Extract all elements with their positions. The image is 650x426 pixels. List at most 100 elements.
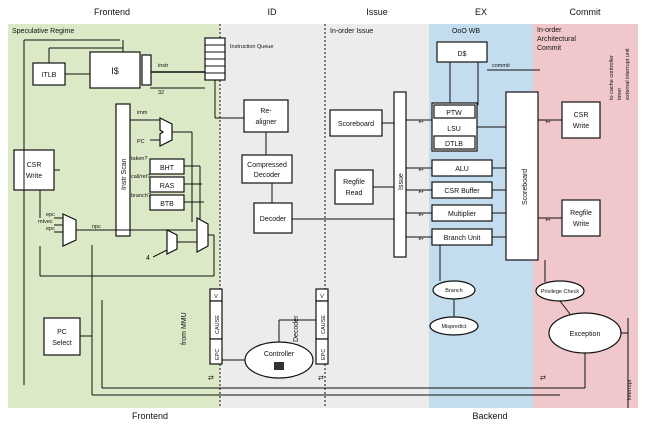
inorder-issue-label: In-order Issue bbox=[330, 28, 373, 35]
lsu-label: LSU bbox=[447, 126, 461, 133]
width-32-label: 32 bbox=[158, 90, 164, 96]
realigner-block bbox=[243, 99, 289, 133]
commit-scoreboard-block bbox=[505, 91, 539, 261]
epc-label: epc bbox=[46, 212, 55, 218]
mispredict-label: Mispredict bbox=[441, 324, 467, 330]
mmu-exc-v: V bbox=[214, 294, 218, 300]
instr-scan-label: Instr Scan bbox=[121, 158, 128, 190]
speculative-regime-label: Speculative Regime bbox=[12, 28, 74, 35]
issue-port-icon-2: ➳ bbox=[418, 167, 424, 174]
handshake-icon-3: ⇄ bbox=[540, 375, 546, 382]
from-mmu-label: from MMU bbox=[181, 312, 188, 345]
branch-label: Branch bbox=[445, 288, 462, 294]
frontend-csr-write-line2: Write bbox=[26, 173, 42, 180]
issue-block bbox=[393, 91, 407, 258]
regfile-write-block bbox=[561, 199, 601, 237]
dcache-label: D$ bbox=[458, 51, 467, 58]
commit-csr-write-line2: Write bbox=[573, 123, 589, 130]
handshake-icon-1: ⇄ bbox=[208, 375, 214, 382]
controller-ellipse bbox=[244, 341, 314, 379]
mmu-exc-epc-label: EPC bbox=[215, 349, 221, 360]
footer-frontend-label: Frontend bbox=[132, 411, 168, 421]
pc-select-line2: Select bbox=[52, 340, 72, 347]
branch-question-label: branch? bbox=[131, 193, 151, 199]
stage-header-commit: Commit bbox=[570, 7, 601, 17]
issue-label: Issue bbox=[398, 173, 405, 190]
dcache-block bbox=[436, 41, 488, 63]
privilege-check-label: Privilege Check bbox=[541, 289, 579, 295]
commit-port-icon-2: ➳ bbox=[545, 217, 551, 224]
issue-port-icon-4: ➳ bbox=[418, 212, 424, 219]
dtlb-label: DTLB bbox=[445, 141, 463, 148]
instr-scan-block bbox=[115, 103, 131, 237]
decoder-exc-epc bbox=[315, 338, 329, 365]
instr-label: instr bbox=[158, 63, 169, 69]
interrupt-label: interrupt bbox=[627, 379, 633, 400]
inorder-commit-line1: In-order bbox=[537, 27, 562, 34]
controller-label: Controller bbox=[264, 351, 295, 358]
issue-port-icon-5: ➳ bbox=[418, 236, 424, 243]
multiplier-label: Multiplier bbox=[448, 211, 477, 218]
ptw-block bbox=[433, 104, 476, 119]
commit-scoreboard-label: Scoreboard bbox=[522, 169, 529, 205]
ras-label: RAS bbox=[160, 183, 175, 190]
call-ret-label: call/ret? bbox=[131, 174, 150, 180]
regfile-read-block bbox=[334, 169, 374, 205]
inc-mux bbox=[166, 229, 178, 255]
stage-header-id: ID bbox=[268, 7, 278, 17]
issue-port-icon-1: ➳ bbox=[418, 119, 424, 126]
regfile-read-line2: Read bbox=[346, 190, 363, 197]
pc-select-line1: PC bbox=[57, 329, 67, 336]
mmu-exc-epc bbox=[209, 338, 223, 365]
stage-header-ex: EX bbox=[475, 7, 487, 17]
side-note-line1: to cache controller bbox=[609, 55, 615, 100]
pc-label: PC bbox=[137, 139, 145, 145]
side-note-line3: external interrupt unit bbox=[625, 48, 631, 100]
decoder-exc-cause-label: CAUSE bbox=[321, 315, 327, 334]
frontend-csr-write-block bbox=[13, 149, 55, 191]
side-note-line2: timer bbox=[617, 88, 623, 100]
commit-csr-write-block bbox=[561, 101, 601, 139]
issue-band bbox=[325, 24, 429, 408]
commit-label: commit bbox=[492, 63, 510, 69]
dtlb-block bbox=[433, 135, 476, 150]
inorder-commit-line2: Architectural bbox=[537, 36, 576, 43]
footer-backend-label: Backend bbox=[472, 411, 507, 421]
mtvec-label: mtvec bbox=[38, 219, 53, 225]
commit-port-icon-1: ➳ bbox=[545, 119, 551, 126]
mmu-exc-cause-label: CAUSE bbox=[215, 315, 221, 334]
controller-icon bbox=[274, 362, 284, 370]
btb-label: BTB bbox=[160, 201, 174, 208]
inorder-commit-line3: Commit bbox=[537, 45, 561, 52]
ooo-wb-label: OoO WB bbox=[452, 28, 480, 35]
regfile-write-line2: Write bbox=[573, 221, 589, 228]
exception-label: Exception bbox=[570, 331, 601, 338]
bht-label: BHT bbox=[160, 165, 175, 172]
exception-pc-mux bbox=[62, 213, 77, 247]
decoder-exc-v: V bbox=[320, 294, 324, 300]
regfile-read-line1: Regfile bbox=[343, 179, 365, 186]
npc-label: npc bbox=[92, 224, 101, 230]
itlb-label: ITLB bbox=[42, 72, 57, 79]
ptw-label: PTW bbox=[446, 110, 462, 117]
taken-label: taken? bbox=[131, 156, 148, 162]
commit-csr-write-line1: CSR bbox=[574, 112, 589, 119]
handshake-icon-2: ⇄ bbox=[318, 375, 324, 382]
icache-block bbox=[89, 51, 141, 89]
fetch-register bbox=[141, 54, 152, 86]
csr-buffer-label: CSR Buffer bbox=[444, 188, 480, 195]
alu-label: ALU bbox=[455, 166, 469, 173]
branch-unit-label: Branch Unit bbox=[444, 235, 481, 242]
stage-header-frontend: Frontend bbox=[94, 7, 130, 17]
pc-select-block bbox=[43, 317, 81, 356]
compressed-decoder-block bbox=[241, 154, 293, 184]
icache-label: I$ bbox=[111, 66, 119, 76]
instruction-queue-label: Instruction Queue bbox=[230, 44, 273, 50]
decoder-label: Decoder bbox=[260, 216, 287, 223]
compressed-decoder-line1: Compressed bbox=[247, 162, 287, 169]
realigner-line2: aligner bbox=[255, 119, 277, 126]
imm-label: imm bbox=[137, 110, 148, 116]
decoder-block bbox=[253, 202, 293, 234]
